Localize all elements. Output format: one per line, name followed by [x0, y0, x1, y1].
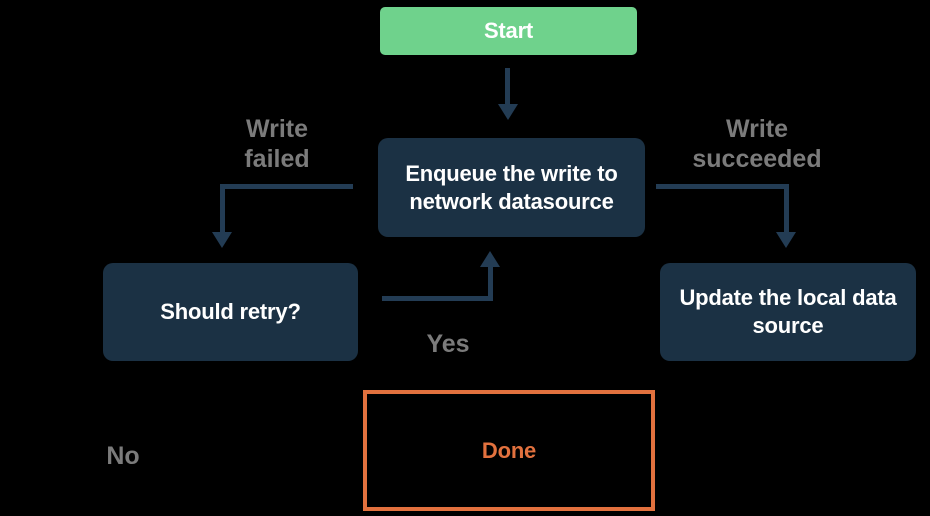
arrow-up-head: [480, 251, 500, 267]
arrow-enqueue-to-update-local-hline: [656, 184, 789, 189]
arrow-enqueue-to-should-retry-vline: [220, 184, 225, 234]
arrow-down-head: [212, 232, 232, 248]
node-done: Done: [363, 390, 655, 511]
arrow-down-head: [776, 232, 796, 248]
arrow-down-head: [498, 104, 518, 120]
edge-label-write-failed: Write failed: [244, 115, 310, 173]
arrow-should-retry-to-enqueue-hline: [382, 296, 493, 301]
edge-label-yes: Yes: [426, 330, 470, 358]
edge-label-write-succeeded: Write succeeded: [692, 115, 822, 173]
arrow-enqueue-to-should-retry-hline: [220, 184, 353, 189]
arrow-should-retry-to-enqueue-vline: [488, 266, 493, 301]
node-enqueue-write-label: Enqueue the write to network datasource: [405, 160, 618, 214]
node-enqueue-write: Enqueue the write to network datasource: [378, 138, 645, 237]
node-done-label: Done: [481, 437, 537, 463]
arrow-enqueue-to-update-local-vline: [784, 184, 789, 234]
node-start: Start: [380, 7, 637, 55]
node-should-retry-label: Should retry?: [160, 299, 301, 325]
node-update-local: Update the local data source: [660, 263, 916, 361]
edge-label-no: No: [106, 442, 140, 470]
arrow-start-to-enqueue-line: [505, 68, 510, 106]
node-update-local-label: Update the local data source: [679, 285, 897, 338]
node-start-label: Start: [483, 18, 534, 44]
node-should-retry: Should retry?: [103, 263, 358, 361]
